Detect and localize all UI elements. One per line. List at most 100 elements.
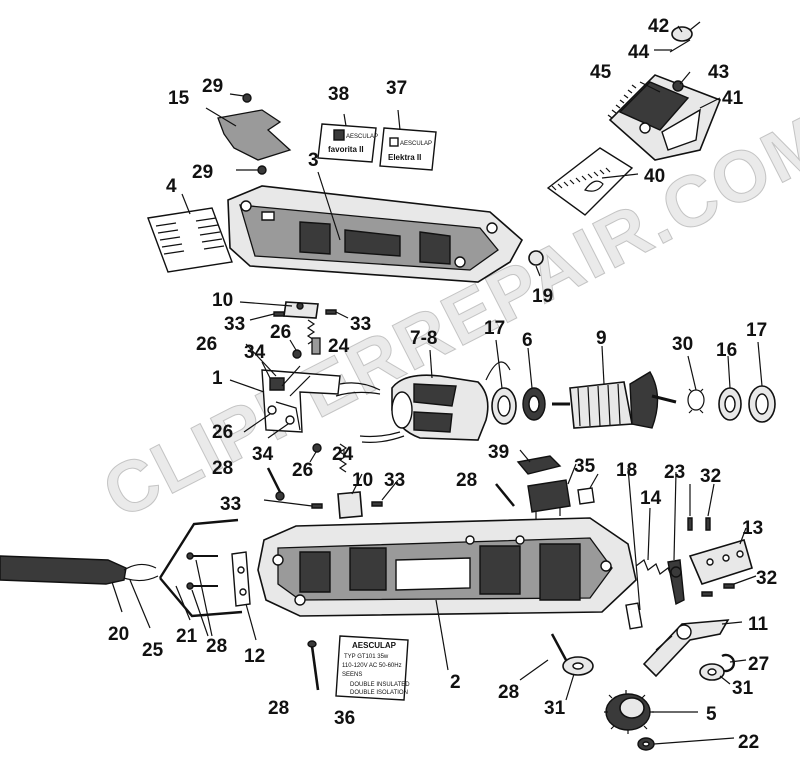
part-32-screw-a [687, 517, 693, 531]
callout-40: 40 [644, 166, 665, 187]
part-33-screw-d [371, 501, 383, 507]
part-5-gear [604, 690, 654, 734]
callout-14: 14 [640, 488, 662, 509]
part-31-washer-left [562, 656, 594, 676]
part-clip-small [625, 602, 643, 630]
part-26-screw-a [292, 349, 302, 359]
part-29-screw-top [242, 93, 252, 103]
part-26-screw-d [312, 443, 322, 453]
callout-5: 5 [706, 704, 717, 725]
callout-30: 30 [672, 334, 693, 355]
callout-23: 23 [664, 462, 685, 483]
callout-25: 25 [142, 640, 164, 661]
part-18-clip [577, 487, 595, 505]
callout-15: 15 [168, 88, 190, 109]
callout-33-d: 33 [220, 494, 241, 515]
callout-19: 19 [532, 286, 553, 307]
part-32-screw-d [723, 583, 735, 589]
callout-21: 21 [176, 626, 198, 647]
part-4-vent-grille [147, 207, 233, 273]
part-15-plate [217, 109, 292, 161]
callout-3: 3 [308, 150, 319, 171]
callout-33-c: 33 [384, 470, 405, 491]
part-23-lever [667, 559, 685, 606]
part-36-rating-plate: AESCULAP TYP GT101 35w 110-120V AC 50-60… [335, 635, 410, 701]
part-41-upper-blade-assembly [607, 74, 722, 161]
part-9-armature [552, 371, 677, 429]
part-42-clip [671, 21, 701, 42]
part-1-switch-plate [261, 365, 341, 433]
callout-11: 11 [748, 614, 769, 635]
callout-9: 9 [596, 328, 607, 349]
part-28-screw-bottom-left [307, 640, 320, 691]
callout-2: 2 [450, 672, 461, 693]
part-20-power-cord [0, 555, 159, 585]
callout-33-a: 33 [224, 314, 245, 335]
part-10-contact-upper [283, 301, 319, 319]
callout-12: 12 [244, 646, 265, 667]
plate-36-line4: SEENS [342, 672, 362, 678]
part-40-comb-blade [546, 147, 634, 216]
part-33-screw-b [325, 309, 337, 315]
callout-37: 37 [386, 78, 407, 99]
callout-6: 6 [522, 330, 533, 351]
callout-32-top: 32 [700, 466, 721, 487]
badge-37-model: Elektra II [388, 153, 421, 162]
part-33-screw-c [311, 503, 323, 509]
callout-17-right: 17 [746, 320, 767, 341]
part-24-spring-lower [338, 443, 348, 473]
part-30-washer [687, 388, 705, 414]
part-37-badge: AESCULAP Elektra II [379, 127, 437, 171]
callout-4: 4 [166, 176, 177, 197]
callout-31-right: 31 [732, 678, 754, 699]
callout-26-d: 26 [292, 460, 313, 481]
plate-36-voltage: 110-120V AC 50-60Hz [342, 663, 402, 669]
callout-24-upper: 24 [328, 336, 350, 357]
part-35-block [527, 479, 571, 520]
part-7-8-field-coil [335, 361, 511, 443]
callout-16: 16 [716, 340, 737, 361]
callout-28-bottom-left: 28 [268, 698, 289, 719]
part-19-ball [528, 250, 544, 266]
part-11-eccentric-arm [642, 619, 730, 678]
part-39-cap [516, 455, 562, 475]
callout-1: 1 [212, 368, 223, 389]
badge-38-brand: AESCULAP [346, 134, 378, 140]
callout-28-bottom-mid: 28 [498, 682, 519, 703]
callout-numbers: 42 44 45 43 41 40 15 29 29 38 37 3 4 19 … [108, 16, 777, 753]
callout-29-bottom: 29 [192, 162, 213, 183]
part-2-bottom-housing [257, 517, 637, 617]
part-38-badge: AESCULAP favorita II [317, 123, 378, 163]
part-21-cord-bracket [158, 518, 243, 618]
part-29-screw-bottom [257, 165, 267, 175]
callout-18: 18 [616, 460, 637, 481]
part-6-bearing [522, 387, 546, 421]
callout-36: 36 [334, 708, 355, 729]
callout-10-upper: 10 [212, 290, 233, 311]
plate-36-line6: DOUBLE ISOLATION [350, 690, 408, 696]
callout-26-b: 26 [196, 334, 217, 355]
callout-41: 41 [722, 88, 744, 109]
callout-24-lower: 24 [332, 444, 354, 465]
callout-28-mid: 28 [456, 470, 477, 491]
part-22-nut [637, 737, 655, 751]
callout-28-bracket: 28 [206, 636, 227, 657]
callout-34-lower: 34 [252, 444, 274, 465]
callout-35: 35 [574, 456, 596, 477]
badge-37-brand: AESCULAP [400, 141, 432, 147]
callout-45: 45 [590, 62, 612, 83]
plate-36-brand: AESCULAP [352, 641, 397, 650]
callout-26-c: 26 [212, 422, 233, 443]
callout-44: 44 [628, 42, 650, 63]
part-28-screw-mid [495, 483, 515, 507]
part-14-spring [635, 559, 673, 579]
part-33-screw-a [273, 311, 285, 317]
callout-28-left: 28 [212, 458, 233, 479]
part-12-bracket [231, 551, 251, 607]
part-17-bearing-left [491, 387, 517, 425]
callout-22: 22 [738, 732, 759, 753]
callout-31-left: 31 [544, 698, 566, 719]
callout-33-b: 33 [350, 314, 371, 335]
part-44-pin [669, 39, 691, 53]
